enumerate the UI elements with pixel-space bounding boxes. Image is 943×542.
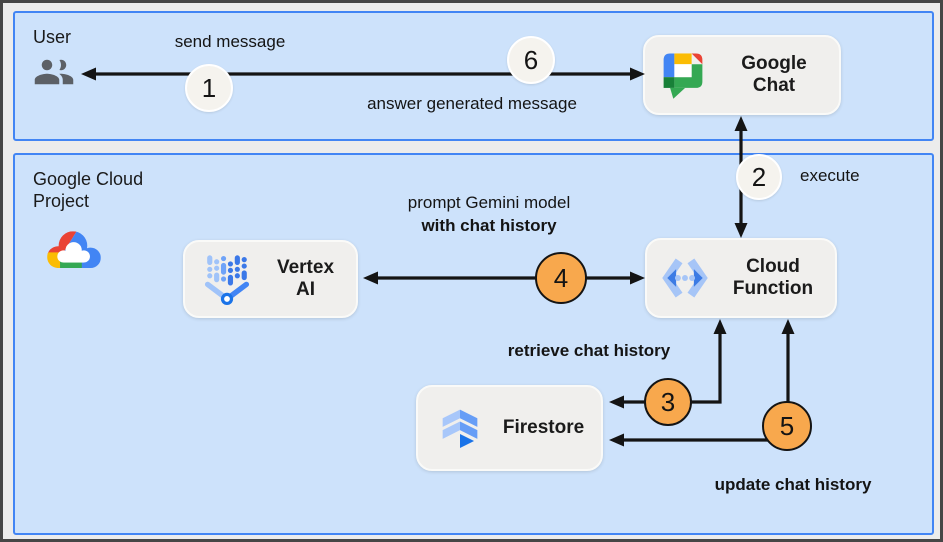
prompt-gemini-label: prompt Gemini model with chat history [407,193,571,235]
google-chat-icon [657,47,709,103]
step-3-badge: 3 [644,378,692,426]
step-1-badge: 1 [185,64,233,112]
step-6-badge: 6 [507,36,555,84]
vertex-ai-label: Vertex AI [276,257,335,300]
google-cloud-icon [41,225,109,277]
cloud-function-node: Cloud Function [645,238,837,318]
firestore-icon [434,399,486,457]
vertex-ai-node: Vertex AI [183,240,358,318]
step-2-badge: 2 [736,154,782,200]
firestore-node: Firestore [416,385,603,471]
step-4-badge: 4 [535,252,587,304]
users-icon [29,51,79,93]
google-chat-node: Google Chat [643,35,841,115]
cloud-function-label: Cloud Function [732,256,814,299]
cloud-function-icon [659,257,711,299]
send-message-label: send message [174,32,286,51]
google-chat-label: Google Chat [741,53,807,96]
retrieve-history-label: retrieve chat history [507,341,671,360]
gcp-title-line2: Project [33,191,90,211]
execute-label: execute [800,166,860,185]
gcp-zone-title: Google Cloud Project [33,168,143,212]
gcp-title-line1: Google Cloud [33,169,144,189]
update-history-label: update chat history [714,475,872,494]
answer-message-label: answer generated message [367,94,577,113]
vertex-ai-icon [199,251,255,307]
step-5-badge: 5 [762,401,812,451]
firestore-label: Firestore [502,417,585,438]
user-zone-title: User [33,27,72,47]
